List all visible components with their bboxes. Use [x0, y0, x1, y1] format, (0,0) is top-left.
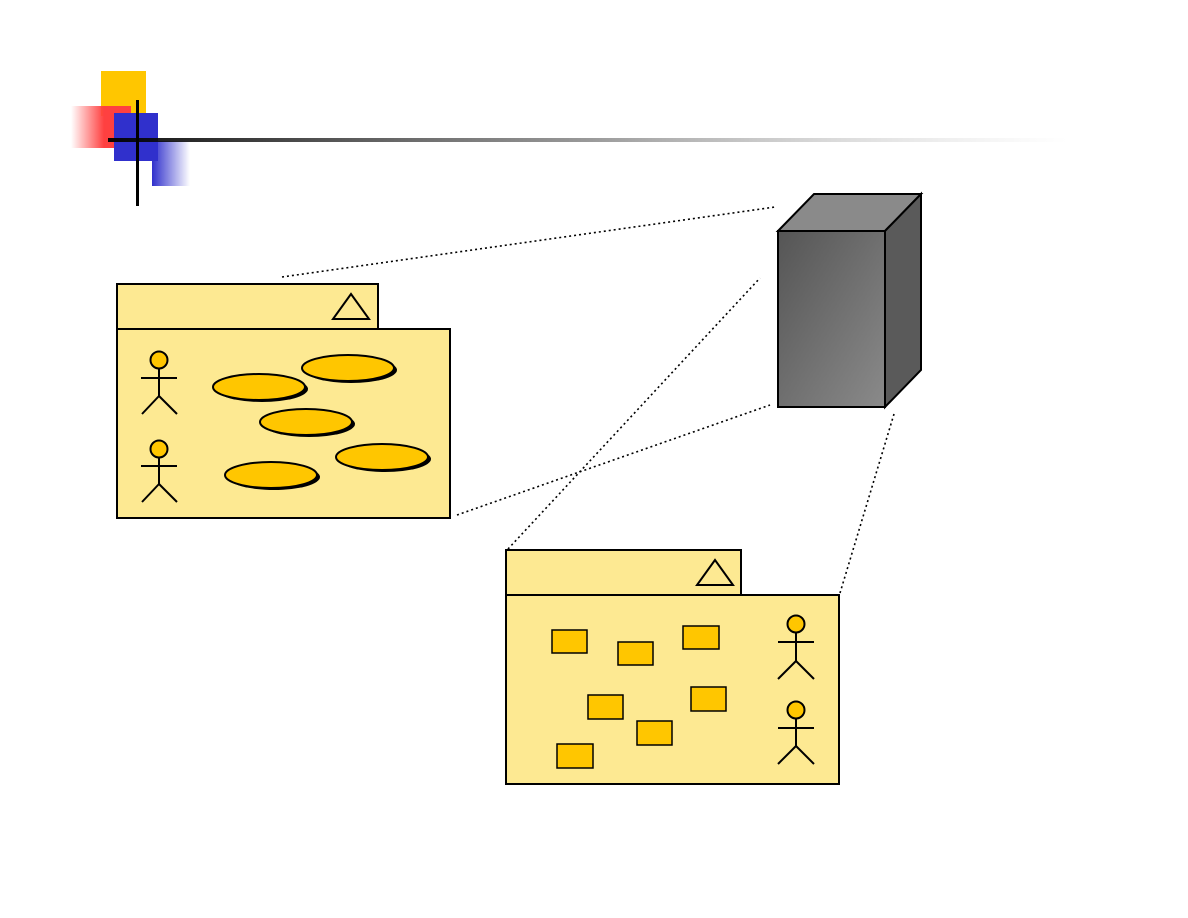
deployment-node	[775, 191, 924, 410]
class-boxes	[551, 625, 727, 769]
projection-line	[456, 404, 771, 516]
projection-lines	[281, 206, 895, 594]
use-case-ellipse	[224, 461, 318, 489]
class-box	[690, 686, 727, 712]
class-box	[636, 720, 673, 746]
package-tab	[505, 549, 742, 596]
projection-line	[839, 413, 895, 594]
use-case-ellipses	[212, 354, 431, 490]
deco-vertical-line	[136, 100, 139, 206]
node-side-face	[884, 191, 922, 410]
actor-icon	[141, 350, 178, 415]
class-box	[587, 694, 624, 720]
node-front-face	[777, 230, 886, 408]
subsystem-triangle-icon	[695, 558, 735, 586]
package-tab	[116, 283, 379, 330]
actor-icon	[777, 700, 815, 765]
use-case-ellipse	[212, 373, 306, 401]
class-box	[682, 625, 720, 650]
deco-blue-fade-square	[152, 141, 190, 186]
title-decoration	[71, 71, 1068, 206]
class-box	[551, 629, 588, 654]
projection-line	[507, 277, 761, 550]
use-case-ellipse	[301, 354, 395, 382]
use-case-package	[116, 283, 451, 519]
class-package	[505, 549, 840, 785]
title-underline	[108, 138, 1068, 142]
use-case-ellipse	[259, 408, 353, 436]
class-box	[617, 641, 654, 666]
actor-icon	[141, 439, 178, 503]
subsystem-triangle-icon	[331, 292, 371, 320]
projection-line	[281, 206, 776, 278]
actor-icon	[777, 614, 815, 680]
class-box	[556, 743, 594, 769]
use-case-ellipse	[335, 443, 429, 471]
